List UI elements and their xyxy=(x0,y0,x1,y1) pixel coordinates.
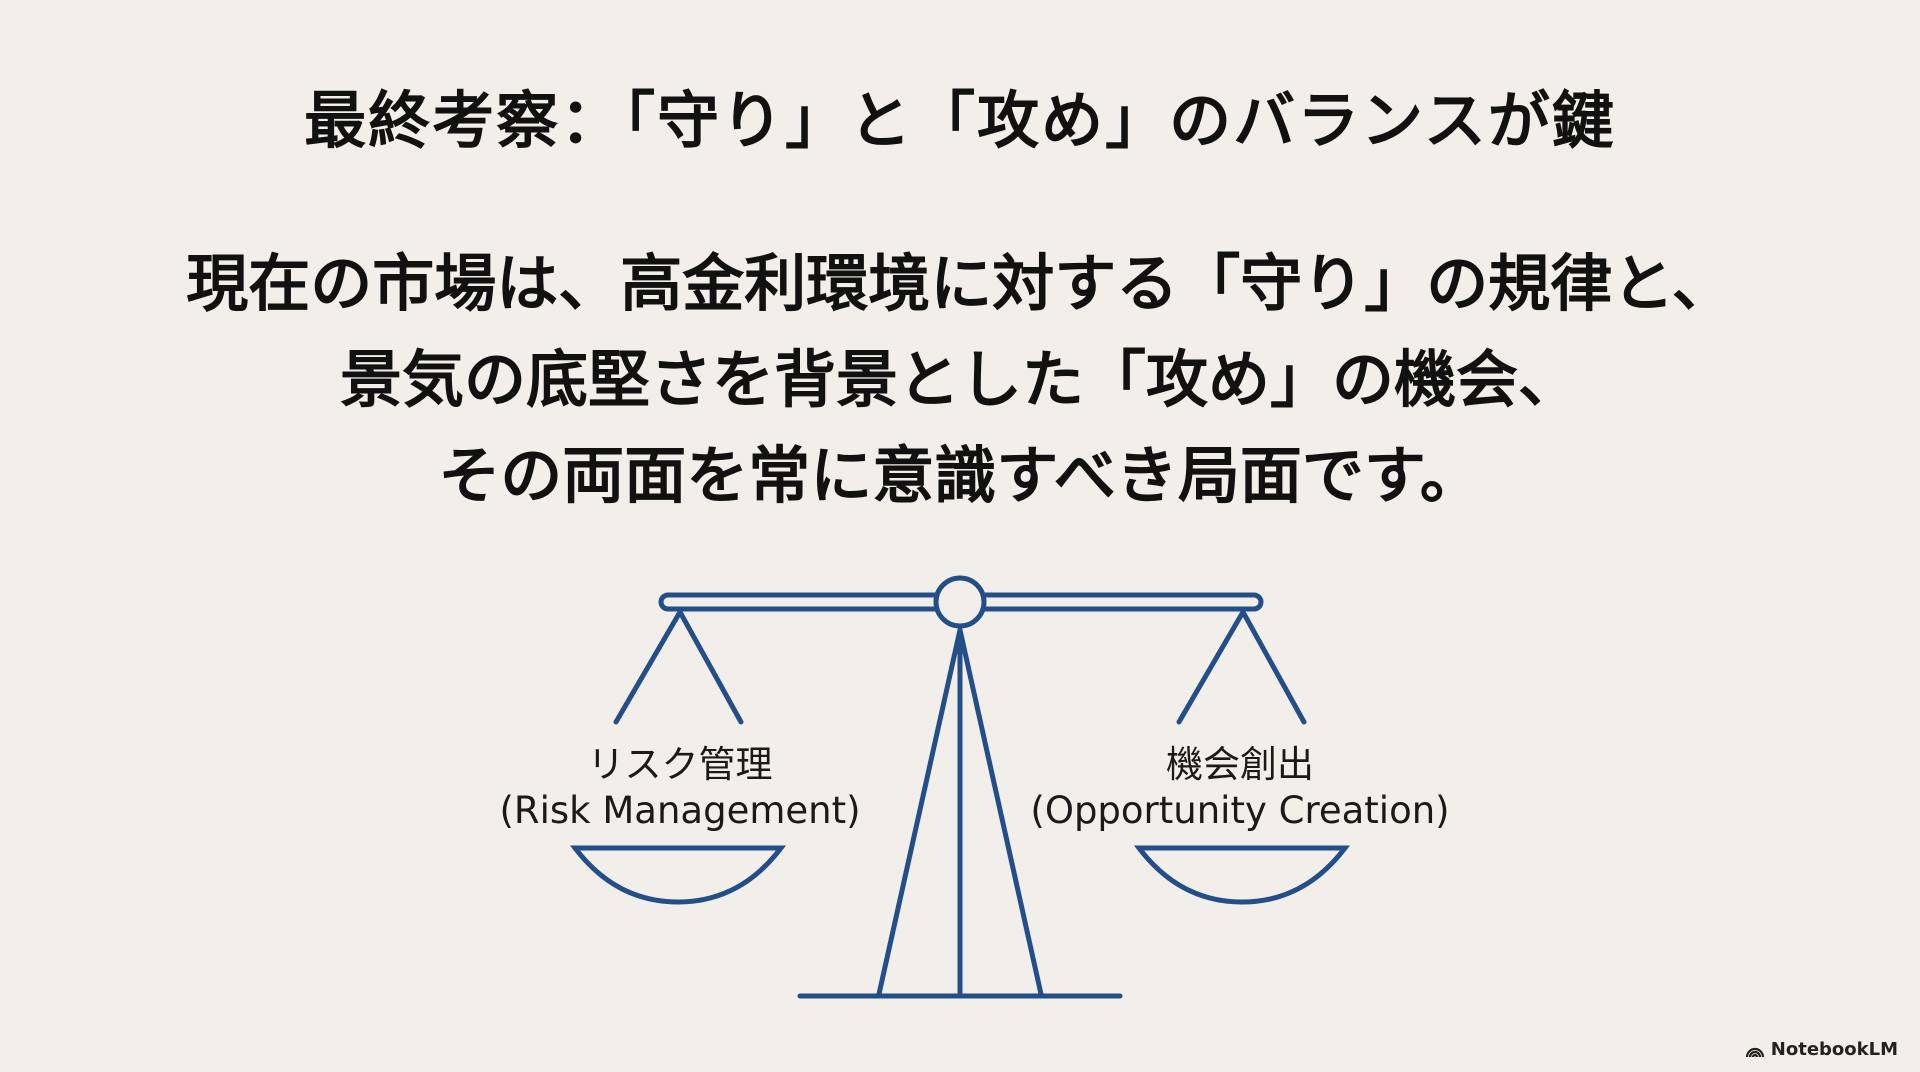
notebooklm-logo-icon xyxy=(1745,1047,1764,1057)
stand-leg xyxy=(957,627,1044,997)
right-hanger xyxy=(1176,609,1246,725)
right-hanger xyxy=(1240,609,1307,725)
brand-name: NotebookLM xyxy=(1770,1039,1898,1060)
body-line: 現在の市場は、高金利環境に対する「守り」の規律と、 xyxy=(186,247,1734,320)
left-pan-label: リスク管理 (Risk Management) xyxy=(430,742,930,834)
left-hanger xyxy=(613,609,683,725)
pivot xyxy=(933,575,987,629)
body-line: その両面を常に意識すべき局面です。 xyxy=(438,439,1482,512)
right-pan-label: 機会創出 (Opportunity Creation) xyxy=(990,742,1490,834)
slide-body: 現在の市場は、高金利環境に対する「守り」の規律と、 景気の底堅さを背景とした「攻… xyxy=(0,236,1920,524)
label-en: (Risk Management) xyxy=(499,789,861,832)
slide-title: 最終考察：「守り」と「攻め」のバランスが鍵 xyxy=(304,84,1616,157)
left-hanger xyxy=(677,609,744,725)
label-en: (Opportunity Creation) xyxy=(1030,789,1450,832)
right-pan xyxy=(1133,845,1351,905)
body-line: 景気の底堅さを背景とした「攻め」の機会、 xyxy=(339,343,1580,416)
left-pan xyxy=(569,845,787,905)
stand-leg xyxy=(876,627,963,997)
label-ja: リスク管理 xyxy=(587,743,773,786)
label-ja: 機会創出 xyxy=(1166,743,1314,786)
brand-watermark: NotebookLM xyxy=(1745,1039,1898,1060)
